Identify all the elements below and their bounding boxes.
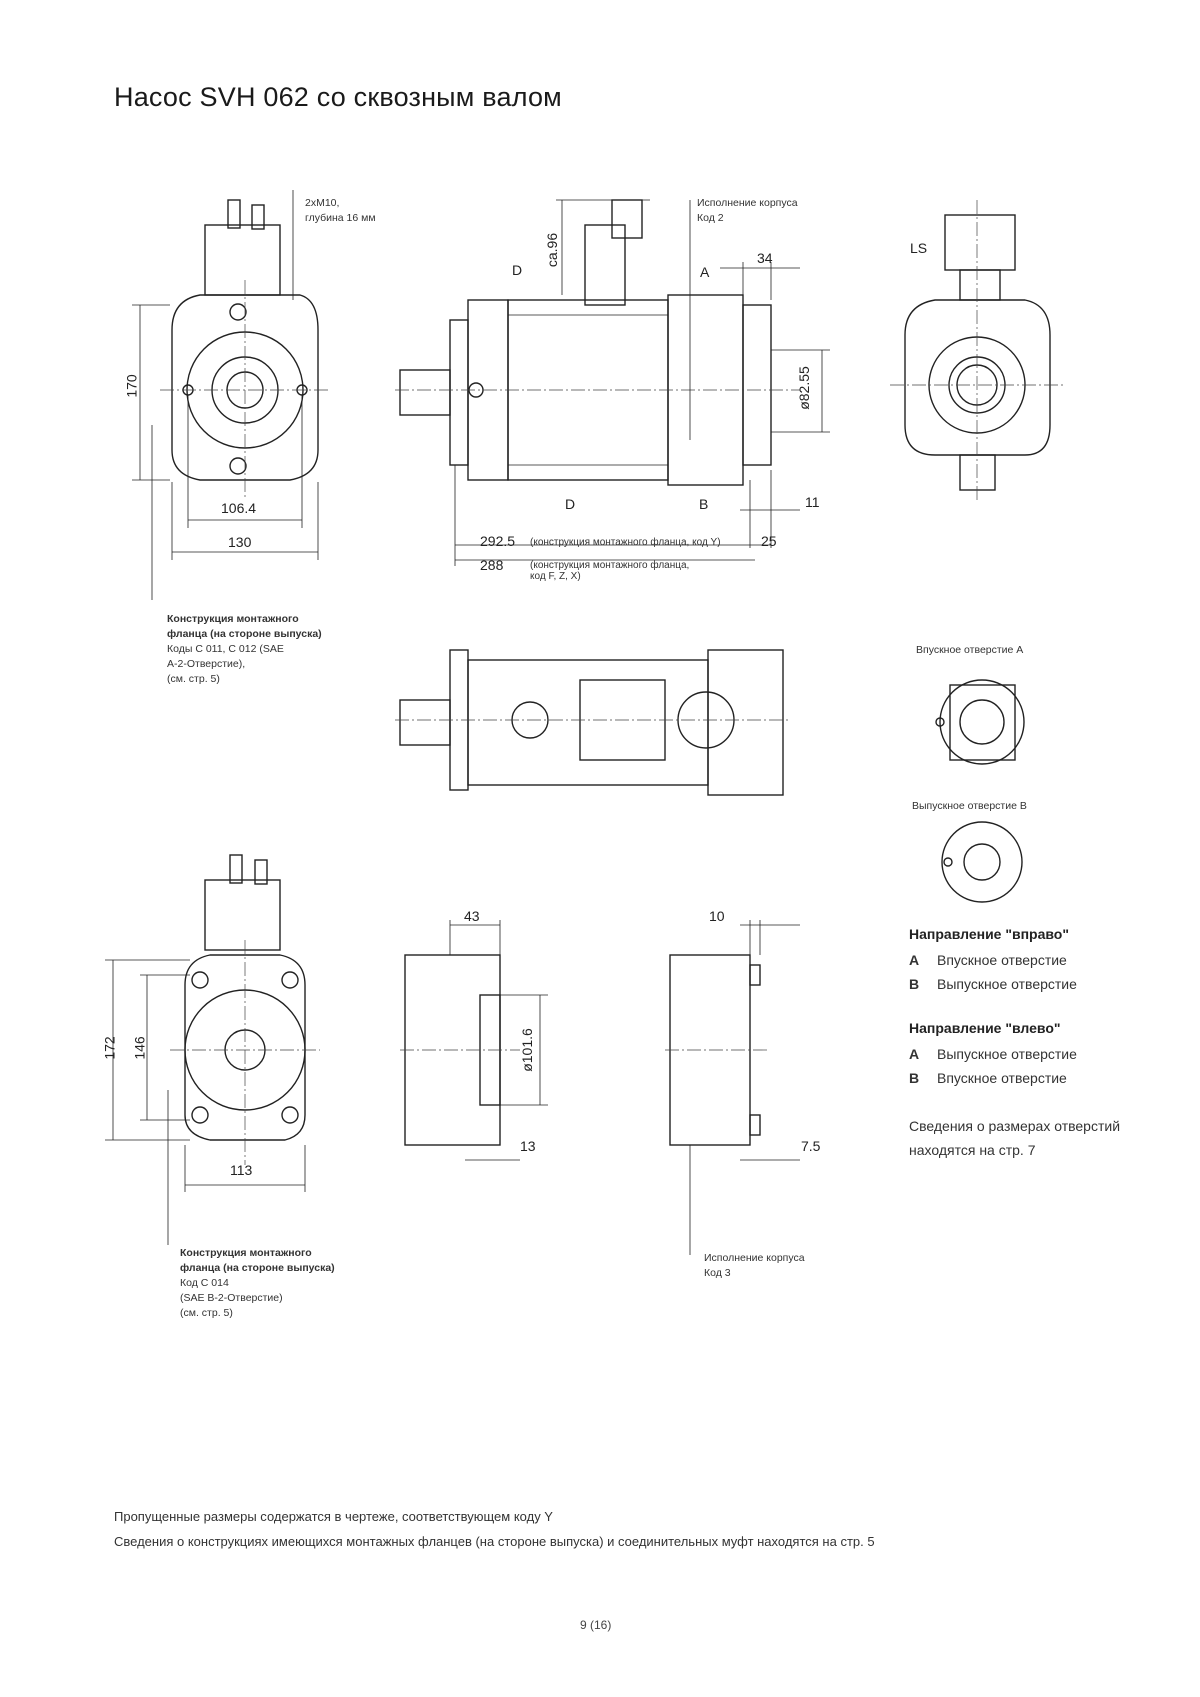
port-b-marker: B [699, 496, 709, 512]
dim-172: 172 [101, 1036, 118, 1060]
housing-code2-note: Исполнение корпуса Код 2 [697, 197, 798, 224]
dim-82-55: ø82.55 [795, 366, 812, 410]
legend-right-title: Направление "вправо" [909, 926, 1069, 942]
front-view-bottom [105, 854, 320, 1245]
page-number: 9 (16) [580, 1618, 612, 1632]
dim-10: 10 [709, 908, 725, 924]
port-details [935, 679, 1025, 903]
dim-7-5: 7.5 [801, 1138, 821, 1154]
front-view-top [132, 190, 330, 600]
dim-43: 43 [464, 908, 480, 924]
port-d-upper: D [512, 262, 523, 278]
port-a-marker: A [700, 264, 710, 280]
housing-code3-note: Исполнение корпуса Код 3 [704, 1252, 805, 1279]
top-view-middle [395, 649, 790, 796]
footer-line-2: Сведения о конструкциях имеющихся монтаж… [114, 1534, 875, 1549]
port-size-note: Сведения о размерах отверстий находятся … [909, 1118, 1121, 1158]
dim-113: 113 [230, 1162, 253, 1178]
dim-130: 130 [228, 534, 252, 550]
dim-34: 34 [757, 250, 773, 266]
legend-left-title: Направление "влево" [909, 1020, 1061, 1036]
thread-note: 2xM10, глубина 16 мм [305, 197, 376, 224]
dim-170: 170 [123, 374, 140, 398]
flange-note-1: Конструкция монтажного фланца (на сторон… [167, 613, 322, 685]
ls-marker: LS [910, 240, 928, 256]
dim-292-5: 292.5 [480, 533, 516, 549]
page-title: Насос SVH 062 со сквозным валом [114, 82, 562, 112]
footer-notes: Пропущенные размеры содержатся в чертеже… [114, 1504, 875, 1554]
port-d-lower: D [565, 496, 576, 512]
dim-11: 11 [805, 494, 820, 510]
flange-note-2: Конструкция монтажного фланца (на сторон… [180, 1247, 335, 1319]
dim-288-note: (конструкция монтажного фланца, код F, Z… [530, 560, 690, 582]
housing-view-code3 [665, 920, 800, 1255]
outlet-b-label: Выпускное отверстие B [912, 800, 1027, 812]
footer-line-1: Пропущенные размеры содержатся в чертеже… [114, 1509, 553, 1524]
dim-292-5-note: (конструкция монтажного фланца, код Y) [530, 537, 721, 548]
rear-view-top [890, 200, 1065, 500]
housing-view-code-a [400, 920, 548, 1161]
dim-13: 13 [520, 1138, 536, 1154]
dim-ca96: ca.96 [544, 232, 561, 268]
dim-288: 288 [480, 557, 504, 573]
dim-106: 106.4 [221, 500, 257, 516]
dim-146: 146 [131, 1036, 148, 1060]
dim-25: 25 [761, 533, 777, 549]
side-view-top [395, 199, 830, 566]
dim-101-6: ø101.6 [518, 1028, 535, 1072]
inlet-a-label: Впускное отверстие A [916, 644, 1024, 656]
